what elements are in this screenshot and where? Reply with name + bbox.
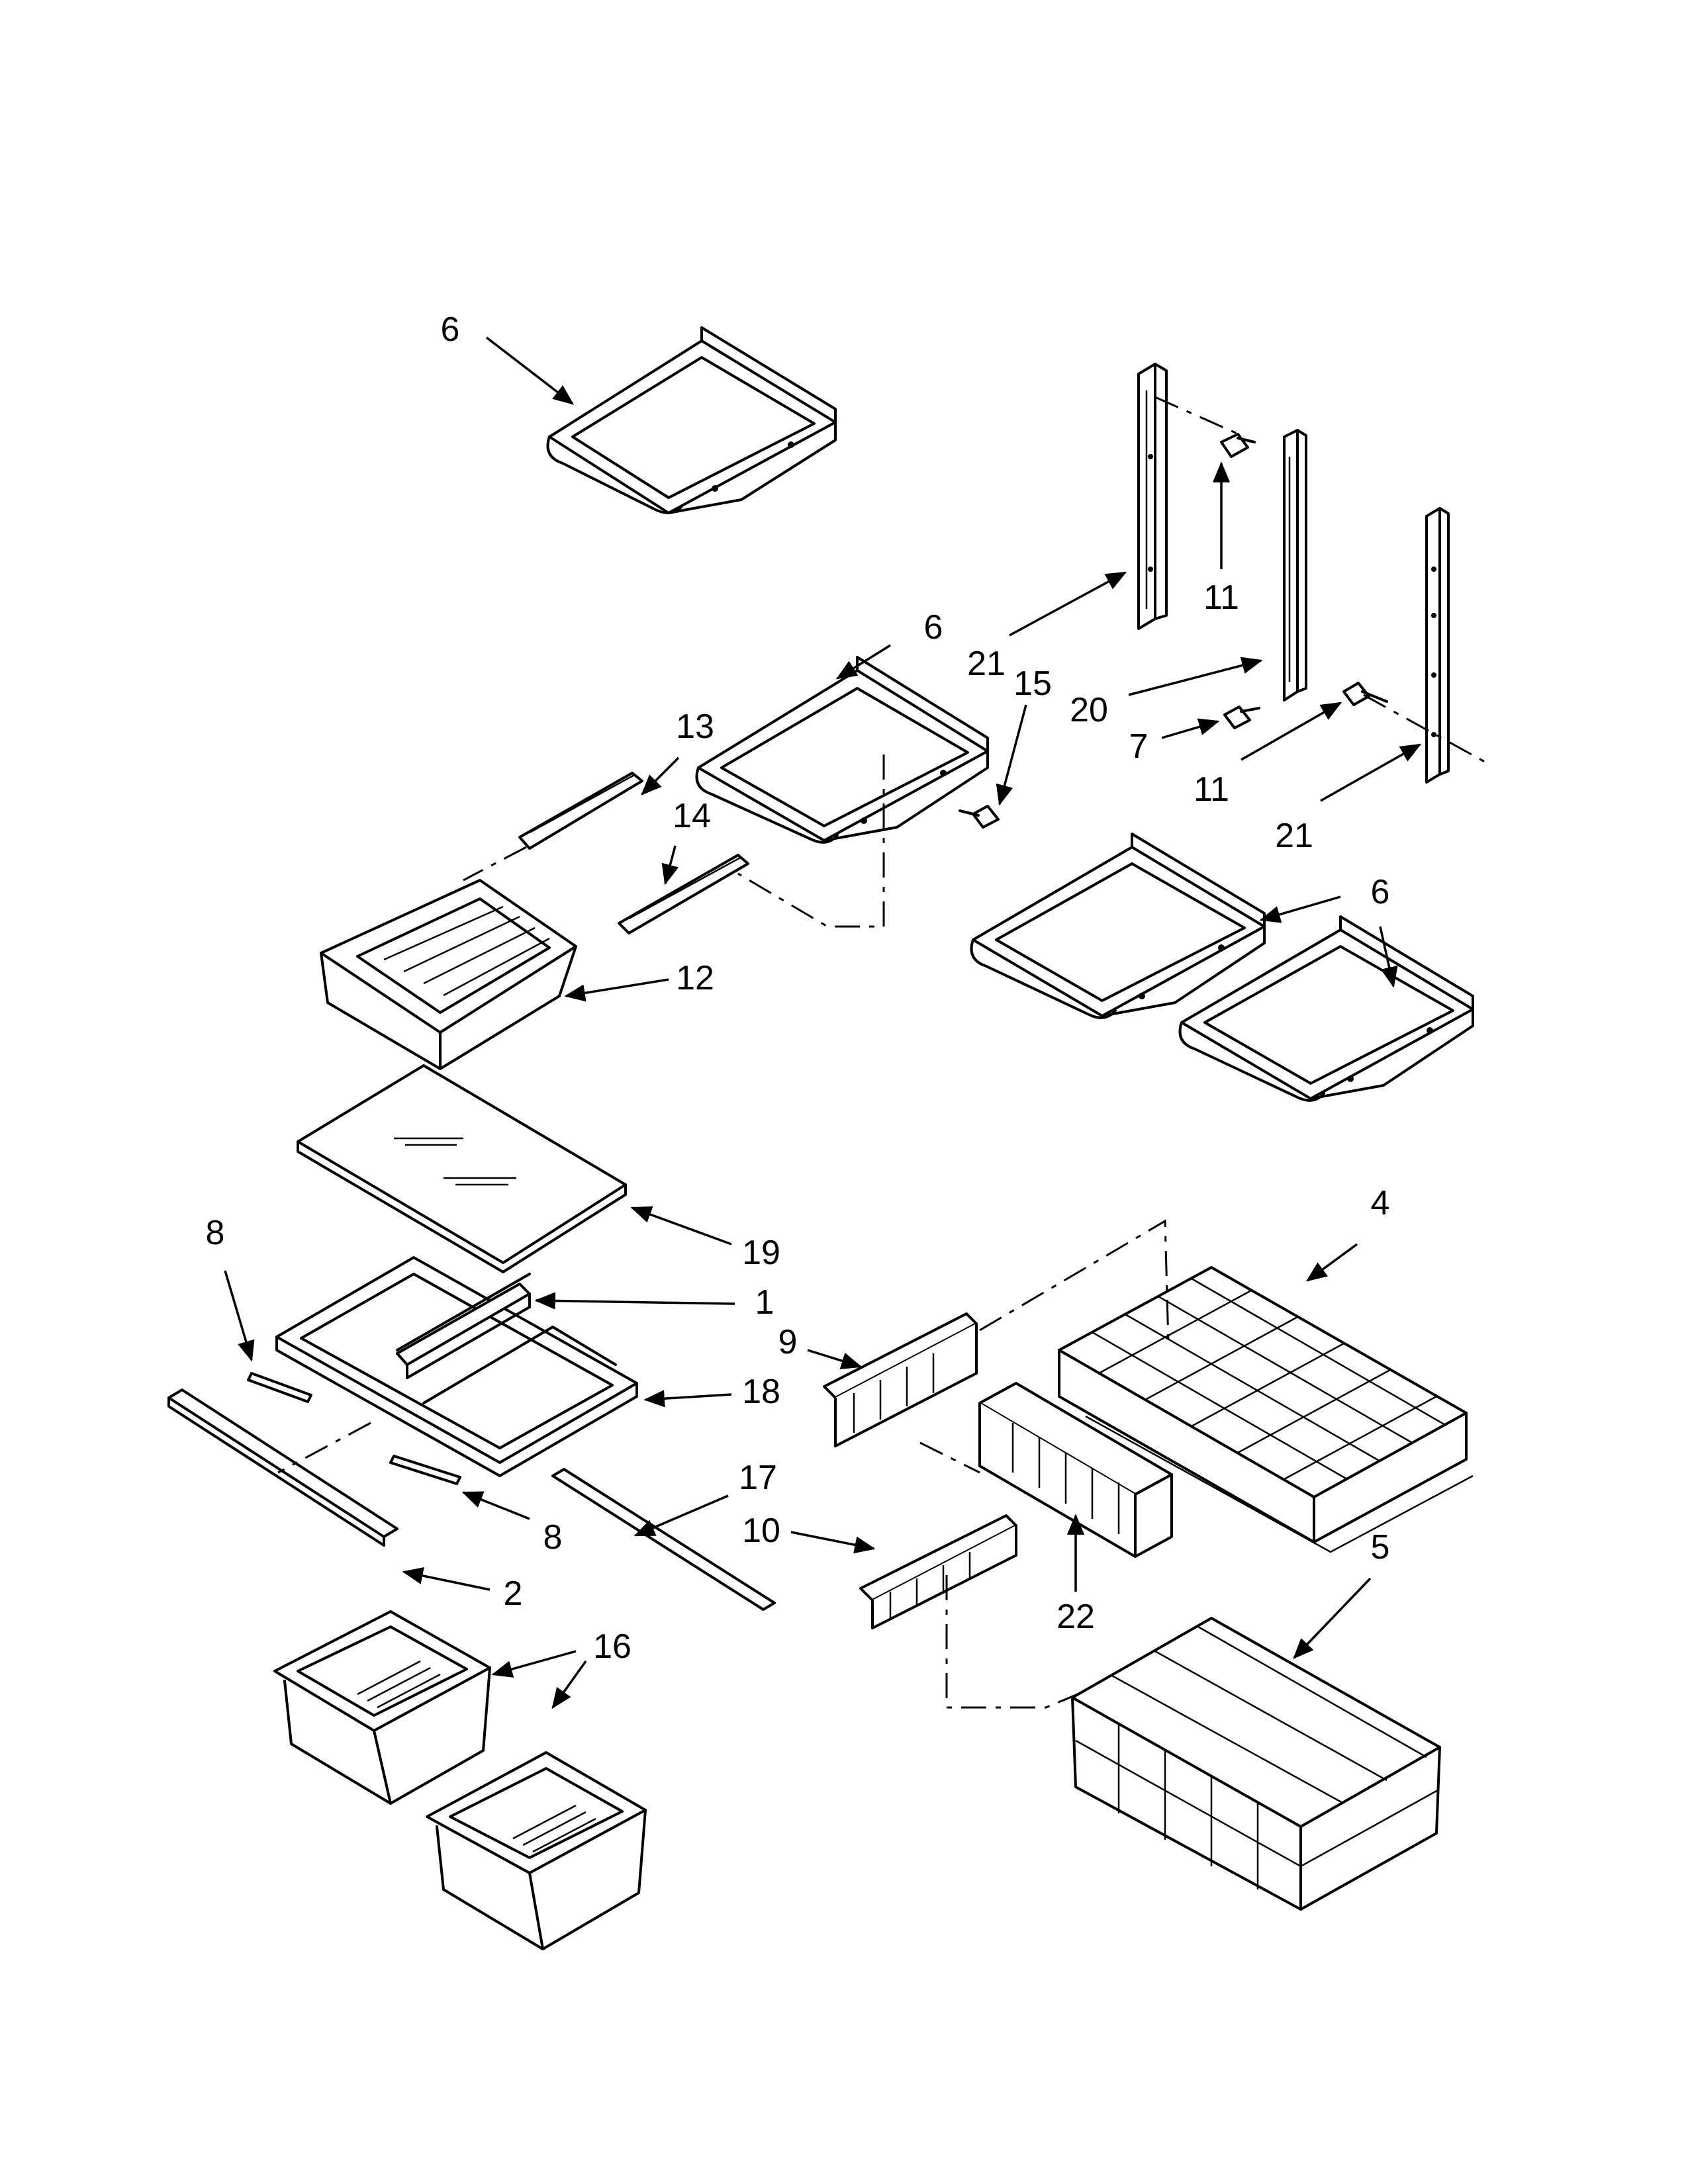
callout-21: 21 — [967, 645, 1006, 683]
callout-labels: 6 6 6 6 11 11 21 21 15 20 7 13 14 12 19 … — [206, 310, 1390, 1666]
callout-17: 17 — [739, 1459, 777, 1497]
pan-12 — [320, 879, 577, 1070]
callout-5: 5 — [1371, 1528, 1390, 1567]
screw-15 — [959, 805, 1000, 829]
divider-9 — [823, 1312, 978, 1447]
callout-16: 16 — [593, 1627, 632, 1666]
track-1 — [396, 1283, 531, 1379]
callout-2: 2 — [504, 1574, 523, 1613]
slide-13 — [518, 772, 643, 850]
callout-20: 20 — [1070, 691, 1108, 729]
shelf-top — [546, 326, 837, 514]
callout-14: 14 — [673, 797, 711, 835]
callout-12: 12 — [676, 959, 714, 997]
glass-shelf-19 — [297, 1064, 627, 1273]
callout-15: 15 — [1013, 664, 1052, 703]
callout-6: 6 — [1371, 873, 1390, 911]
callout-22: 22 — [1056, 1598, 1095, 1636]
shelf-middle — [695, 656, 989, 844]
callout-18: 18 — [742, 1373, 780, 1411]
callout-4: 4 — [1371, 1184, 1390, 1222]
screw-7 — [1223, 705, 1260, 729]
shelf-right-upper — [970, 833, 1266, 1019]
retainer-8-left — [247, 1372, 312, 1403]
callout-6: 6 — [924, 608, 943, 647]
callout-6: 6 — [441, 310, 460, 349]
basket-5 — [1071, 1617, 1441, 1911]
callout-7: 7 — [1129, 727, 1149, 766]
crisper-16-right — [426, 1751, 647, 1950]
callout-13: 13 — [676, 707, 714, 746]
basket-4 — [1058, 1266, 1474, 1553]
shelf-rail-right — [1425, 507, 1450, 784]
shelf-rail-left — [1137, 363, 1168, 630]
callout-11: 11 — [1203, 578, 1239, 617]
shelf-right-lower — [1178, 915, 1474, 1102]
callout-1: 1 — [755, 1283, 774, 1322]
crisper-16-left — [273, 1610, 491, 1805]
callout-8: 8 — [543, 1518, 563, 1557]
slide-14 — [618, 854, 749, 934]
callout-10: 10 — [742, 1512, 780, 1550]
trim-17 — [551, 1468, 776, 1611]
divider-10 — [859, 1514, 1017, 1629]
retainer-8-right — [389, 1455, 461, 1485]
shelf-rail-center — [1283, 429, 1307, 702]
callout-8: 8 — [206, 1214, 225, 1252]
callout-9: 9 — [778, 1323, 798, 1361]
divider-22 — [978, 1382, 1173, 1558]
callout-21: 21 — [1275, 817, 1313, 855]
screw-11-upper — [1220, 433, 1256, 458]
leader-lines — [224, 336, 1422, 1709]
drawer-frame-18 — [275, 1256, 638, 1477]
trim-2 — [167, 1388, 399, 1547]
alignment-lines — [277, 396, 1490, 1709]
callout-11: 11 — [1194, 770, 1229, 809]
screw-11-lower — [1342, 682, 1388, 706]
callout-19: 19 — [742, 1234, 780, 1272]
